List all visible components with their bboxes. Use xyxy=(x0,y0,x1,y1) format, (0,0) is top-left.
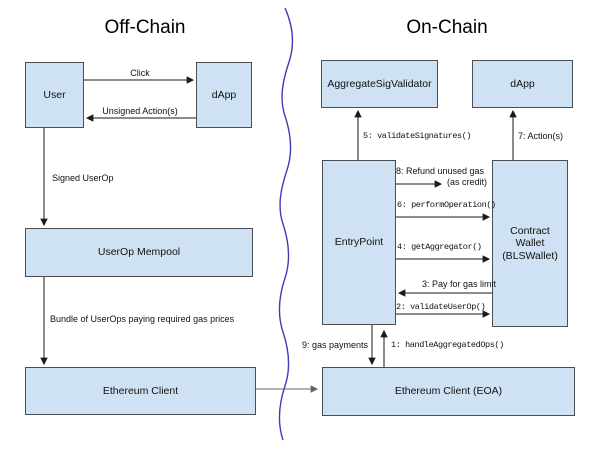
validate-userop-label: 2: validateUserOp() xyxy=(396,302,486,312)
action-label: 7: Action(s) xyxy=(518,131,564,141)
user-box: User xyxy=(25,62,84,128)
signed-userop-label: Signed UserOp xyxy=(52,173,114,183)
perform-operation-label: 6: performOperation() xyxy=(397,200,496,210)
ethereum-client-eoa-box: Ethereum Client (EOA) xyxy=(322,367,575,416)
click-label: Click xyxy=(130,68,150,78)
pay-gas-limit-label: 3: Pay for gas limit xyxy=(422,279,497,289)
gas-payments-label: 9: gas payments xyxy=(301,340,368,350)
get-aggregator-label: 4: getAggregator() xyxy=(397,242,482,252)
off-chain-title: Off-Chain xyxy=(104,17,186,38)
bundle-userops-label: Bundle of UserOps paying required gas pr… xyxy=(50,314,235,324)
dapp-onchain-box: dApp xyxy=(472,60,573,108)
contract-wallet-box: Contract Wallet (BLSWallet) xyxy=(492,160,568,327)
aggregate-sig-validator-box: AggregateSigValidator xyxy=(321,60,438,108)
refund-gas-label: 8: Refund unused gas xyxy=(395,166,485,176)
on-chain-title: On-Chain xyxy=(406,17,488,38)
ethereum-client-box: Ethereum Client xyxy=(25,367,256,415)
chain-divider-wave xyxy=(278,7,294,441)
refund-gas-credit-label: (as credit) xyxy=(447,177,488,187)
userop-mempool-box: UserOp Mempool xyxy=(25,228,253,277)
dapp-offchain-box: dApp xyxy=(196,62,252,128)
handle-aggregated-ops-label: 1: handleAggregatedOps() xyxy=(391,340,504,350)
unsigned-actions-label: Unsigned Action(s) xyxy=(102,106,178,116)
validate-signatures-label: 5: validateSignatures() xyxy=(363,131,472,141)
entrypoint-box: EntryPoint xyxy=(322,160,396,325)
